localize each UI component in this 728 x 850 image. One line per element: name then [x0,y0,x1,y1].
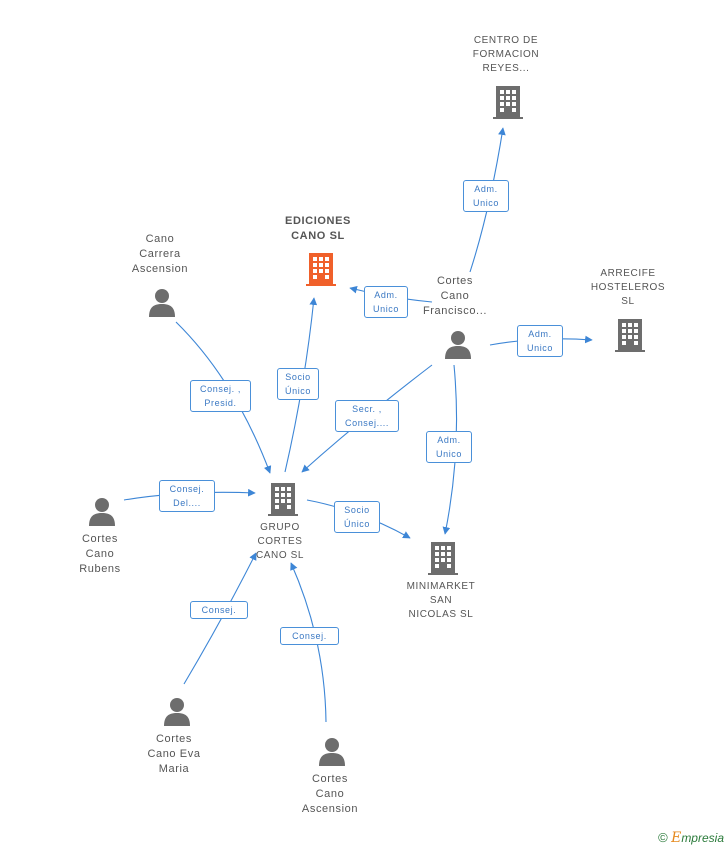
relation-label-line: Unico [472,198,499,208]
person-icon[interactable] [163,697,191,727]
edge-eva-grupo [183,552,257,685]
company-label-grupo[interactable]: GRUPO CORTES CANO SL [220,521,340,563]
company-label-line: ARRECIFE [600,268,656,279]
relation-label-line: Consej. [201,605,237,615]
person-label-line: Cortes [312,773,348,785]
relation-label-line: Adm. [437,435,461,445]
company-label-line: HOSTELEROS [590,282,666,293]
relation-label-line: Consej.... [344,418,390,428]
company-label-minimarket[interactable]: MINIMARKET SAN NICOLAS SL [381,580,501,622]
person-label-line: Cortes [82,533,118,545]
company-label-line: FORMACION [472,49,540,60]
company-label-line: CANO SL [255,550,305,561]
relation-label-line: Consej. , [200,384,241,394]
relation-label-line: Adm. [474,184,498,194]
relation-label-francisco-minimarket[interactable]: Adm. Unico [426,431,472,463]
brand-initial: E [671,830,682,846]
person-label-ascension[interactable]: Cortes Cano Ascension [270,772,390,817]
brand-name: mpresia [681,831,724,845]
company-label-line: NICOLAS SL [408,609,474,620]
relation-label-line: Adm. [528,329,552,339]
person-label-line: Cortes [156,733,192,745]
person-label-line: Carrera [139,248,181,260]
relation-label-line: Secr. , [352,404,382,414]
company-label-centro[interactable]: CENTRO DE FORMACION REYES... [446,34,566,76]
person-label-line: Cano [440,290,470,302]
relation-label-francisco-arrecife[interactable]: Adm. Unico [517,325,563,357]
relation-label-line: Consej. [169,484,205,494]
relation-label-ascension-grupo[interactable]: Consej. [280,627,339,645]
building-icon-focus[interactable] [306,251,336,287]
company-label-ediciones[interactable]: EDICIONES CANO SL [258,214,378,244]
person-label-line: Ascension [131,263,189,275]
building-icon[interactable] [428,540,458,576]
relation-label-line: Consej. [292,631,327,641]
person-icon[interactable] [318,737,346,767]
relation-label-line: Unico [372,304,399,314]
relation-label-line: Presid. [204,398,237,408]
person-label-line: Cano Eva [147,748,201,760]
company-label-line: MINIMARKET [406,581,476,592]
relation-label-francisco-grupo[interactable]: Secr. , Consej.... [335,400,399,432]
company-label-line: REYES... [482,63,530,74]
building-icon[interactable] [493,84,523,120]
person-label-francisco[interactable]: Cortes Cano Francisco... [395,274,515,319]
building-icon[interactable] [268,481,298,517]
person-label-carrera[interactable]: Cano Carrera Ascension [100,232,220,277]
relation-label-line: Único [343,519,370,529]
building-icon[interactable] [615,317,645,353]
company-label-line: EDICIONES [285,215,351,227]
company-label-line: CENTRO DE [473,35,539,46]
copyright-symbol: © [658,830,668,845]
relation-label-grupo-ediciones[interactable]: Socio Único [277,368,319,400]
relation-label-francisco-centro[interactable]: Adm. Unico [463,180,509,212]
company-label-arrecife[interactable]: ARRECIFE HOSTELEROS SL [568,267,688,309]
relation-label-eva-grupo[interactable]: Consej. [190,601,248,619]
person-icon[interactable] [444,330,472,360]
relation-label-line: Del.... [173,498,201,508]
person-icon[interactable] [88,497,116,527]
relation-label-line: Único [284,386,311,396]
relation-label-grupo-minimarket[interactable]: Socio Único [334,501,380,533]
relation-label-line: Unico [435,449,462,459]
relation-label-line: Socio [344,505,370,515]
relation-label-line: Unico [526,343,553,353]
company-label-line: SL [621,296,635,307]
company-label-line: GRUPO [260,522,300,533]
person-label-line: Maria [158,763,190,775]
person-label-line: Cortes [437,275,473,287]
person-icon[interactable] [148,288,176,318]
relation-label-line: Socio [285,372,311,382]
person-label-eva[interactable]: Cortes Cano Eva Maria [114,732,234,777]
relation-label-rubens-grupo[interactable]: Consej. Del.... [159,480,215,512]
empresia-watermark[interactable]: © Empresia [658,830,724,846]
person-label-line: Rubens [79,563,121,575]
person-label-rubens[interactable]: Cortes Cano Rubens [40,532,160,577]
person-label-line: Ascension [301,803,359,815]
relation-label-line: Adm. [374,290,398,300]
person-label-line: Cano [315,788,345,800]
person-label-line: Francisco... [422,305,488,317]
company-label-line: CANO SL [291,230,345,242]
company-label-line: CORTES [257,536,303,547]
company-label-line: SAN [429,595,453,606]
relation-label-carrera-grupo[interactable]: Consej. , Presid. [190,380,251,412]
person-label-line: Cano [85,548,115,560]
person-label-line: Cano [145,233,175,245]
relation-label-francisco-ediciones[interactable]: Adm. Unico [364,286,408,318]
